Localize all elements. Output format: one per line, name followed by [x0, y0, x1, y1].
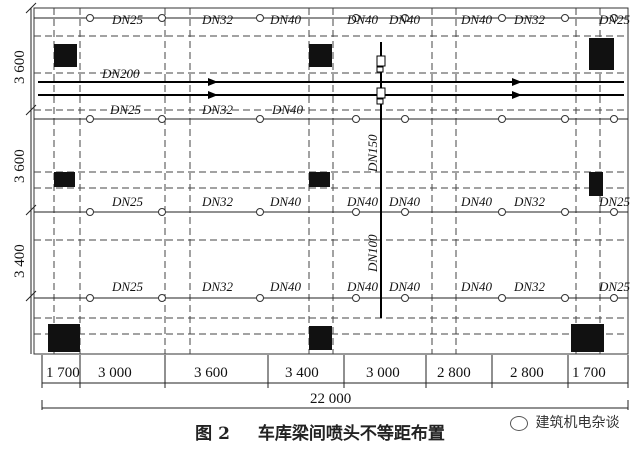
- pipe-label: DN32: [201, 102, 234, 117]
- pipe-label: DN32: [513, 279, 546, 294]
- pipe-label: DN40: [269, 194, 302, 209]
- horizontal-dimension: 1 700 3 000 3 600 3 400 3 000 2 800 2 80…: [41, 355, 629, 410]
- riser-label: DN150: [365, 134, 380, 173]
- column: [309, 326, 332, 350]
- flow-arrow-icon: [512, 91, 522, 99]
- pipe-label: DN40: [346, 194, 379, 209]
- pipe-label: DN25: [111, 12, 144, 27]
- pipe-label: DN40: [460, 279, 493, 294]
- pipe-size-labels: DN25 DN32 DN40 DN40 DN40 DN40 DN32 DN25 …: [101, 12, 631, 294]
- pipe-label: DN32: [201, 279, 234, 294]
- valve-icon: [376, 55, 386, 67]
- riser-label: DN100: [365, 234, 380, 273]
- column: [54, 44, 77, 67]
- pipe-label: DN40: [460, 194, 493, 209]
- pipe-label: DN25: [598, 194, 631, 209]
- column: [589, 38, 614, 70]
- pipe-label: DN25: [598, 279, 631, 294]
- dimension-label: 3 000: [366, 365, 400, 381]
- pipe-label: DN40: [269, 12, 302, 27]
- dimension-label: 3 400: [12, 244, 28, 278]
- dimension-label: 2 800: [437, 365, 471, 381]
- flow-arrow-icon: [208, 91, 218, 99]
- pipe-label: DN200: [101, 66, 140, 81]
- figure-title: 车库梁间喷头不等距布置: [257, 424, 445, 444]
- dimension-label: 3 000: [98, 365, 132, 381]
- pipe-label: DN40: [269, 279, 302, 294]
- pipe-label: DN32: [513, 12, 546, 27]
- pipe-label: DN40: [346, 279, 379, 294]
- pipe-label: DN25: [598, 12, 631, 27]
- columns: [48, 38, 614, 352]
- flow-arrows: [208, 78, 522, 99]
- column: [309, 44, 332, 67]
- branch-pipes: [34, 17, 628, 299]
- wechat-icon: [510, 415, 528, 431]
- column: [309, 172, 330, 187]
- pipe-label: DN40: [271, 102, 304, 117]
- dimension-label: 3 400: [285, 365, 319, 381]
- flow-arrow-icon: [208, 78, 218, 86]
- pipe-label: DN40: [388, 279, 421, 294]
- column: [571, 324, 604, 352]
- pipe-label: DN40: [388, 194, 421, 209]
- dimension-label: 3 600: [194, 365, 228, 381]
- flow-arrow-icon: [512, 78, 522, 86]
- pipe-label: DN40: [388, 12, 421, 27]
- pipe-label: DN32: [201, 194, 234, 209]
- column: [589, 172, 603, 196]
- figure-caption: 图 2 车库梁间喷头不等距布置: [0, 419, 640, 444]
- pipe-label: DN40: [460, 12, 493, 27]
- watermark-text: 建筑机电杂谈: [535, 415, 620, 431]
- column: [54, 172, 75, 187]
- dimension-label: 3 600: [12, 50, 28, 84]
- pipe-label: DN25: [111, 279, 144, 294]
- dimension-label: 1 700: [46, 365, 80, 381]
- pipe-label: DN25: [109, 102, 142, 117]
- total-dimension-label: 22 000: [310, 391, 351, 407]
- dimension-label: 2 800: [510, 365, 544, 381]
- column: [48, 324, 80, 352]
- pipe-label: DN40: [346, 12, 379, 27]
- watermark: 建筑机电杂谈: [510, 412, 619, 432]
- vertical-dimension: 3 600 3 600 3 400: [12, 2, 37, 354]
- valve-assembly: [376, 55, 386, 105]
- dimension-label: 3 600: [12, 149, 28, 183]
- pipe-label: DN32: [201, 12, 234, 27]
- sprinkler-layout-drawing: DN25 DN32 DN40 DN40 DN40 DN40 DN32 DN25 …: [12, 2, 631, 410]
- pipe-label: DN32: [513, 194, 546, 209]
- main-pipes: [38, 42, 624, 318]
- figure-number: 图 2: [195, 424, 230, 444]
- valve-icon: [376, 87, 386, 99]
- pipe-label: DN25: [111, 194, 144, 209]
- dimension-label: 1 700: [572, 365, 606, 381]
- sprinkler-heads: [86, 14, 618, 302]
- floor-boundary: [33, 7, 629, 355]
